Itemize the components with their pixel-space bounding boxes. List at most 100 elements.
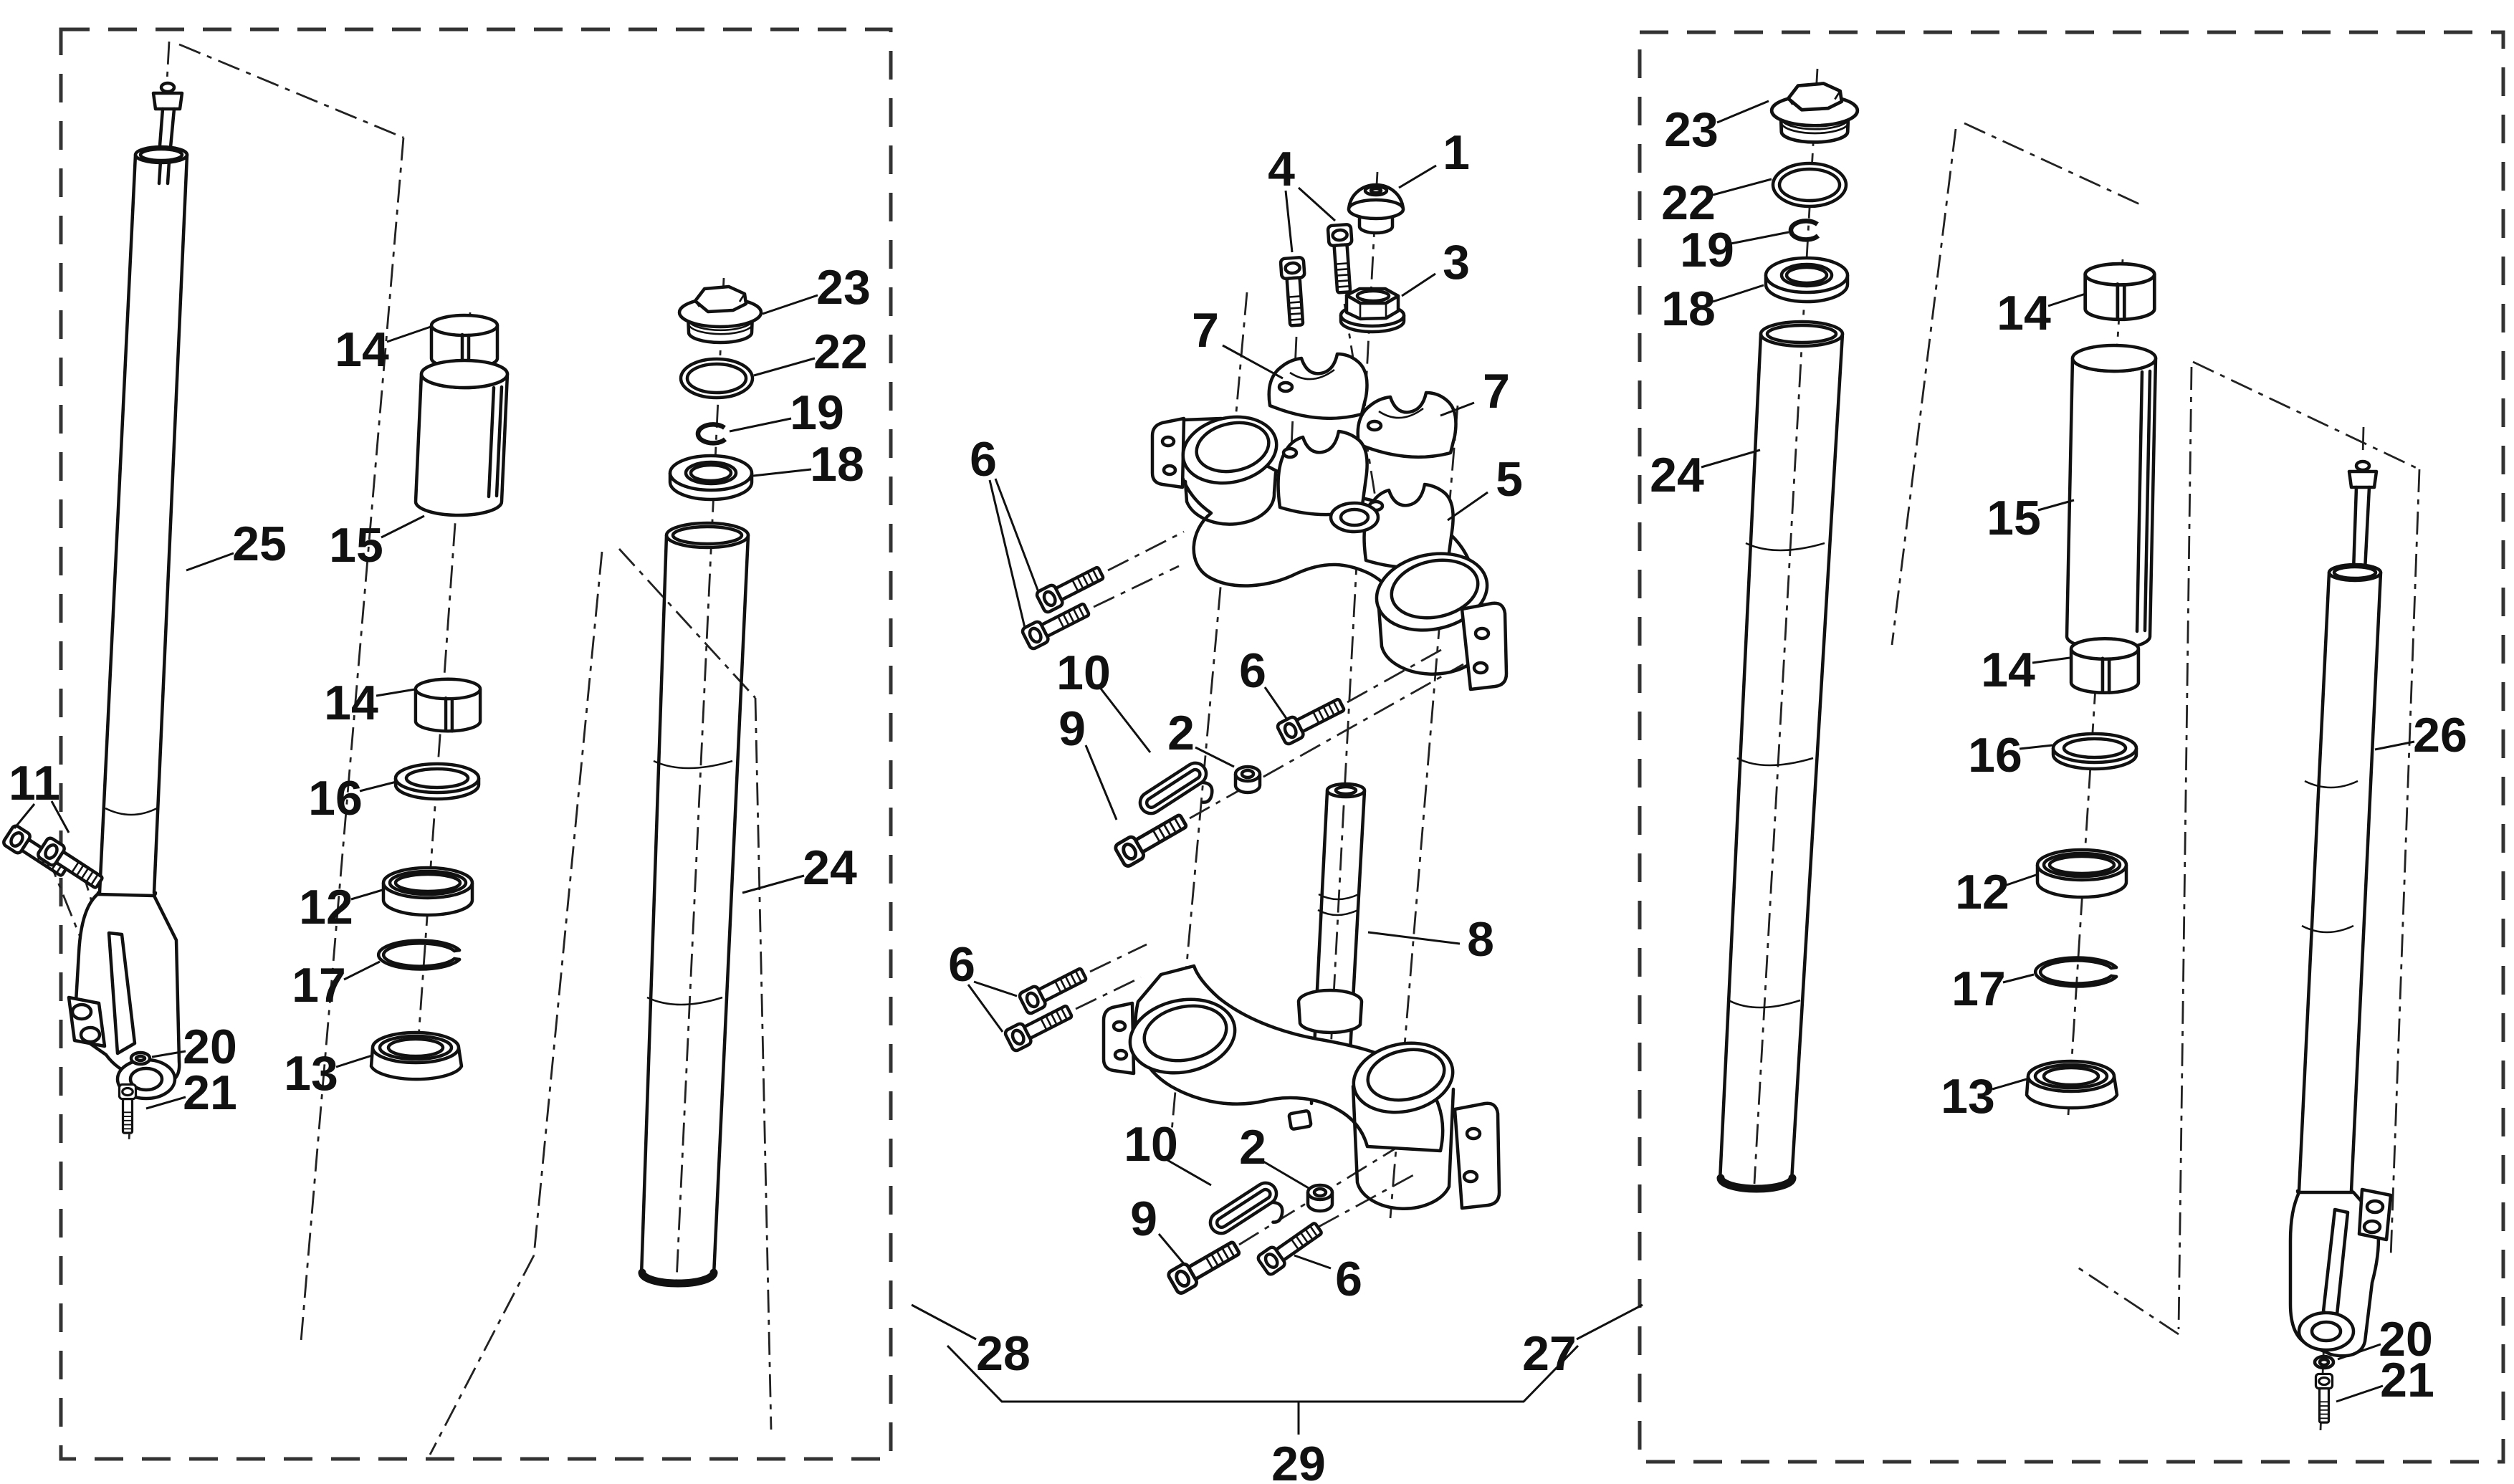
callout-10: 10 xyxy=(1056,646,1111,700)
oil-seal xyxy=(383,868,472,915)
left-bushing-seal-stack xyxy=(371,315,510,1079)
callout-29: 29 xyxy=(1271,1437,1326,1484)
callout-leader-2 xyxy=(1263,1160,1309,1189)
callout-leader-2 xyxy=(1195,746,1235,768)
callout-leader-22 xyxy=(753,357,816,377)
callout-leader-22 xyxy=(1712,178,1772,196)
spacer-nut xyxy=(1308,1185,1332,1211)
callout-12: 12 xyxy=(299,880,353,934)
fork-cap xyxy=(1772,84,1858,143)
dust-seal xyxy=(2027,1061,2117,1108)
callout-13: 13 xyxy=(1941,1069,1995,1124)
slide-bushing xyxy=(2085,264,2155,320)
spacer-seat xyxy=(1766,258,1848,302)
callout-leader-6 xyxy=(967,984,1004,1033)
callout-leader-7 xyxy=(1222,344,1284,380)
callout-leader-11 xyxy=(50,800,70,833)
callout-21: 21 xyxy=(183,1066,237,1120)
callout-25: 25 xyxy=(232,517,287,571)
callout-16: 16 xyxy=(308,771,363,825)
callout-14: 14 xyxy=(1981,643,2035,697)
handlebar-upper-holder xyxy=(1358,393,1456,457)
clamp-bolt xyxy=(1276,694,1347,745)
left-cap-and-outer-tube xyxy=(638,287,761,1288)
callout-leader-25 xyxy=(186,552,234,572)
callout-2: 2 xyxy=(1239,1120,1266,1174)
callout-26: 26 xyxy=(2413,708,2467,762)
callout-23: 23 xyxy=(1664,102,1719,157)
callout-leader-1 xyxy=(1398,164,1437,189)
right-cap-and-outer-tube xyxy=(1716,84,1858,1193)
washer xyxy=(2313,1354,2336,1370)
callout-19: 19 xyxy=(1680,223,1734,277)
callout-leader-24 xyxy=(1701,449,1761,469)
callout-7: 7 xyxy=(1483,364,1510,418)
callout-19: 19 xyxy=(790,386,844,440)
callout-22: 22 xyxy=(1661,176,1716,230)
callout-20: 20 xyxy=(2379,1312,2433,1366)
right-bushing-seal-stack xyxy=(2027,264,2158,1108)
callout-leader-7 xyxy=(1440,401,1475,417)
guide-sleeve xyxy=(2065,343,2158,651)
callout-leader-5 xyxy=(1447,491,1488,522)
stopper-ring xyxy=(698,424,725,443)
bolt xyxy=(1167,1237,1242,1295)
damper-bolt xyxy=(118,1083,138,1134)
wire-clamp-pin xyxy=(1206,1179,1291,1253)
left-fork-leg-assembly xyxy=(2,81,189,1134)
callout-leader-6 xyxy=(1263,686,1289,720)
damper-bolt xyxy=(2314,1372,2334,1424)
handlebar-bolt xyxy=(1281,257,1308,326)
callout-leader-23 xyxy=(1716,100,1769,124)
callout-14: 14 xyxy=(335,322,389,377)
callout-leader-20 xyxy=(2337,1343,2381,1361)
callout-28: 28 xyxy=(976,1326,1031,1381)
callout-2: 2 xyxy=(1167,706,1195,760)
right-fork-leg-assembly xyxy=(2288,459,2393,1424)
stem-cap-nut xyxy=(1349,185,1403,233)
callout-13: 13 xyxy=(284,1046,338,1101)
callout-leader-14 xyxy=(2047,292,2086,307)
callout-leader-12 xyxy=(2006,873,2039,886)
handlebar-bolt xyxy=(1328,224,1355,293)
callout-leader-16 xyxy=(359,780,397,793)
callout-12: 12 xyxy=(1955,865,2009,919)
damper-rod-nut xyxy=(151,91,184,111)
backup-ring xyxy=(396,764,479,799)
callout-leader-6 xyxy=(1294,1254,1332,1270)
callout-leader-14 xyxy=(376,688,416,697)
callout-leader-6 xyxy=(973,980,1018,997)
callout-leader-14 xyxy=(2032,656,2070,664)
group-bracket xyxy=(946,1344,1579,1435)
retaining-ring xyxy=(2035,958,2116,987)
callout-leader-4 xyxy=(1297,186,1337,222)
callout-leader-19 xyxy=(1730,231,1789,245)
callout-leader-18 xyxy=(1712,284,1764,303)
callout-14: 14 xyxy=(324,676,378,730)
callout-leader-4 xyxy=(1284,190,1294,253)
callout-leader-23 xyxy=(762,294,818,315)
callout-23: 23 xyxy=(816,260,871,315)
slide-bushing xyxy=(2071,638,2138,692)
lower-triple-clamp xyxy=(1101,964,1501,1210)
callout-leader-9 xyxy=(1084,745,1118,820)
callout-22: 22 xyxy=(813,325,868,379)
callout-3: 3 xyxy=(1443,235,1470,289)
guide-sleeve xyxy=(414,358,510,517)
callout-18: 18 xyxy=(1661,282,1716,336)
callout-leader-8 xyxy=(1367,931,1461,945)
callout-18: 18 xyxy=(810,437,864,492)
callout-leader-6 xyxy=(988,479,1026,628)
callout-17: 17 xyxy=(292,958,346,1013)
callout-8: 8 xyxy=(1467,912,1494,967)
callout-leader-28 xyxy=(911,1303,977,1341)
left-panel-border xyxy=(59,27,893,1461)
callout-9: 9 xyxy=(1130,1192,1157,1246)
callout-leader-10 xyxy=(1167,1159,1212,1187)
callout-20: 20 xyxy=(183,1020,237,1074)
steering-stem-nut xyxy=(1341,289,1404,332)
callout-11: 11 xyxy=(9,756,60,810)
callout-24: 24 xyxy=(803,841,857,895)
